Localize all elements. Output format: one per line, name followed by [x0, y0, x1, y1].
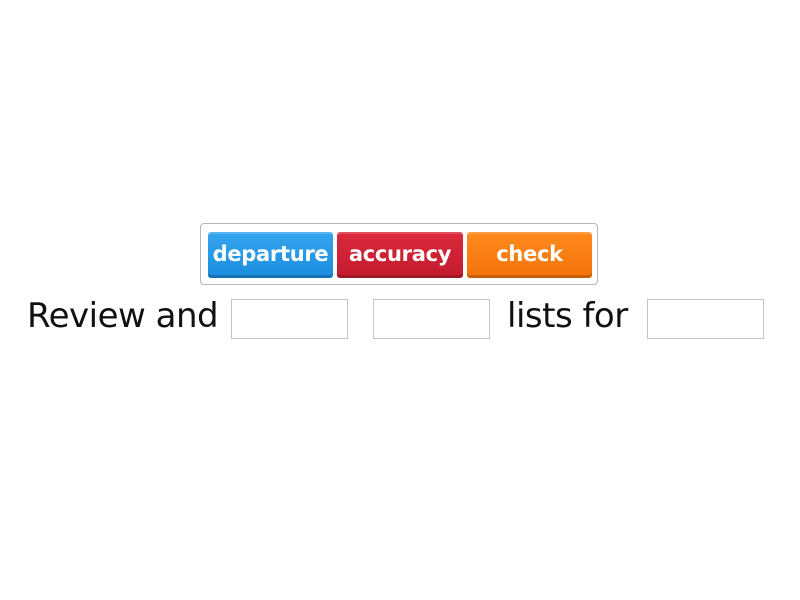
word-tile-departure[interactable]: departure [208, 232, 333, 278]
answer-blank-3[interactable] [647, 299, 764, 339]
sentence-text-review-and: Review and [27, 296, 219, 336]
word-tile-accuracy[interactable]: accuracy [337, 232, 463, 278]
word-tile-check[interactable]: check [467, 232, 592, 278]
word-bank: departure accuracy check [200, 223, 598, 285]
sentence-text-lists-for: lists for [507, 296, 628, 336]
answer-blank-1[interactable] [231, 299, 348, 339]
answer-blank-2[interactable] [373, 299, 490, 339]
